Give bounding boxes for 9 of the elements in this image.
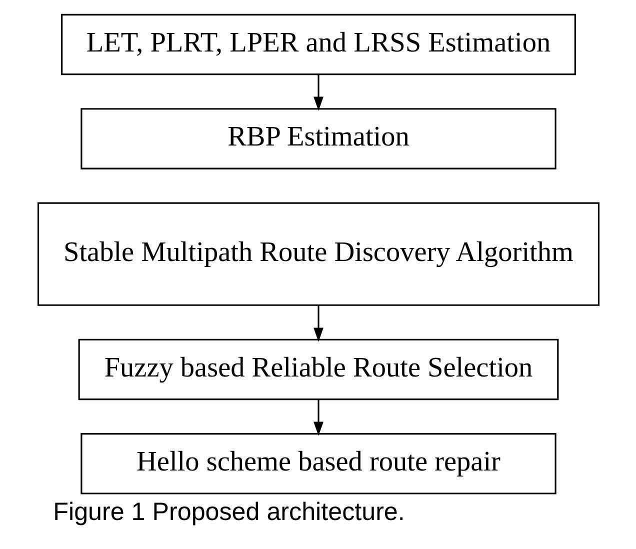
arrow <box>313 74 323 111</box>
caption: Figure 1 Proposed architecture. <box>52 498 404 526</box>
node-box: RBP Estimation <box>80 108 556 170</box>
node-box: Fuzzy based Reliable Route Selection <box>78 338 558 400</box>
arrow <box>313 399 323 436</box>
arrow <box>313 305 323 342</box>
node-box: LET, PLRT, LPER and LRSS Estimation <box>60 14 576 76</box>
node-box: Hello scheme based route repair <box>80 433 556 494</box>
node-box: Stable Multipath Route Discovery Algorithm <box>37 202 599 306</box>
